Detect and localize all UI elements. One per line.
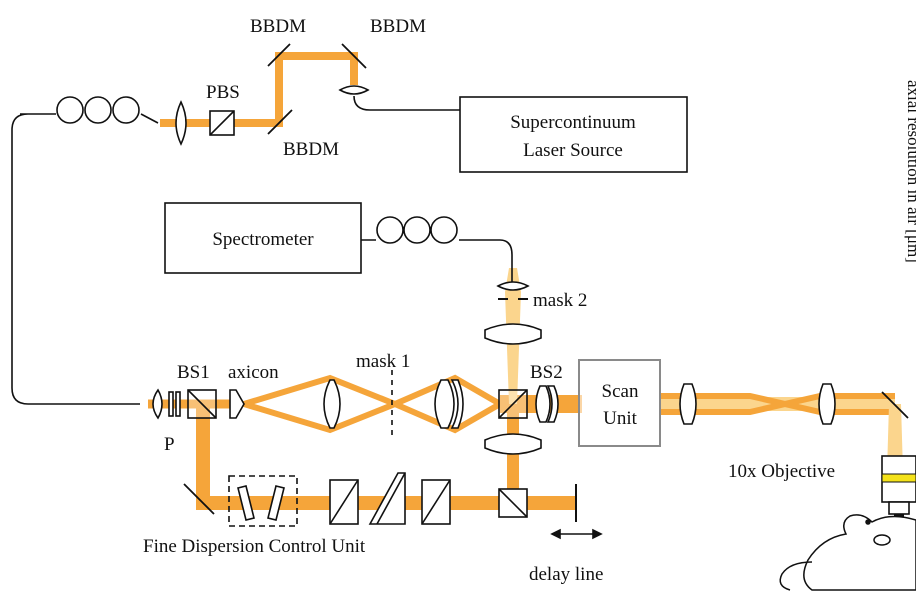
lens-relay-2b: [450, 379, 464, 429]
dispersion-prisms: [329, 472, 451, 525]
scan-beam-crossing: [660, 393, 895, 415]
pbs-label: PBS: [206, 82, 240, 103]
fiber-coil-icon: [376, 216, 458, 244]
lens-bs1-collimator: [152, 388, 163, 420]
axicon-label: axicon: [228, 362, 279, 383]
lens-relay-1: [323, 379, 341, 429]
bbdm-mirror-3: [267, 109, 293, 135]
reference-cube: [498, 488, 528, 518]
bs1-cube: [187, 389, 217, 419]
fiber-main: [11, 113, 159, 405]
lens-scan-relay-1: [679, 383, 697, 425]
polarizer: [168, 391, 181, 417]
beam-detection-cone: [505, 292, 521, 404]
lens-input-collimator: [175, 100, 187, 146]
lens-detection-top: [496, 281, 530, 291]
beam-to-objective: [887, 404, 903, 472]
delay-line-label: delay line: [529, 564, 603, 585]
lenses: [152, 85, 836, 455]
lens-detection-mid: [484, 323, 542, 345]
supercontinuum-box: [459, 96, 688, 173]
objective-label: 10x Objective: [728, 461, 835, 482]
lens-bs2-2: [546, 385, 559, 423]
objective-mirror: [881, 391, 909, 419]
bs2-label: BS2: [530, 362, 563, 383]
objective: [881, 455, 916, 522]
prism-pair-2: [368, 472, 406, 525]
mirrors: [183, 43, 909, 522]
mask1-label: mask 1: [356, 351, 410, 372]
bbdm-label-bottom: BBDM: [283, 139, 339, 160]
fiber-spectrometer: [361, 239, 513, 282]
fiber-coil-icon: [56, 96, 140, 124]
mask2-label: mask 2: [533, 290, 587, 311]
fine-dispersion-unit-box: [228, 475, 298, 527]
bessel-beam: [243, 374, 502, 434]
lens-reference-vertical: [484, 433, 542, 455]
double-arrow-icon: [550, 528, 603, 540]
scan-unit-label-2: Unit: [603, 408, 638, 429]
bbdm-label-top-left: BBDM: [250, 16, 306, 37]
spectrometer-label: Spectrometer: [212, 229, 314, 250]
supercontinuum-label-2: Laser Source: [523, 140, 623, 161]
bs2-cube: [498, 389, 528, 419]
fiber-laser: [353, 95, 460, 111]
axicon: [229, 389, 245, 419]
pbs-cube: [209, 110, 235, 136]
prism-pair-1: [329, 479, 359, 525]
bbdm-label-top-right: BBDM: [370, 16, 426, 37]
mouse-icon: [779, 514, 916, 591]
fine-dispersion-plates: [237, 485, 285, 521]
lens-relay-2: [434, 379, 455, 429]
polarizer-label: P: [164, 434, 175, 455]
scan-unit-box: [578, 359, 661, 447]
lens-scan-relay-2: [818, 383, 836, 425]
fibers: [11, 95, 513, 405]
reference-mirror: [183, 483, 215, 515]
bbdm-mirror-2: [341, 43, 367, 69]
scan-unit-label-1: Scan: [602, 381, 639, 402]
axis-label-cut: axial resolution in air [μm]: [904, 80, 916, 263]
beam-input: [160, 52, 358, 127]
supercontinuum-label-1: Supercontinuum: [510, 112, 636, 133]
lens-laser-collimator: [338, 85, 370, 95]
prism-pair-3: [421, 479, 451, 525]
bbdm-mirror-1: [267, 43, 291, 67]
spectrometer-box: [164, 202, 362, 274]
bs1-label: BS1: [177, 362, 210, 383]
fine-dispersion-label: Fine Dispersion Control Unit: [143, 536, 366, 557]
lens-bs2-1: [535, 385, 551, 423]
